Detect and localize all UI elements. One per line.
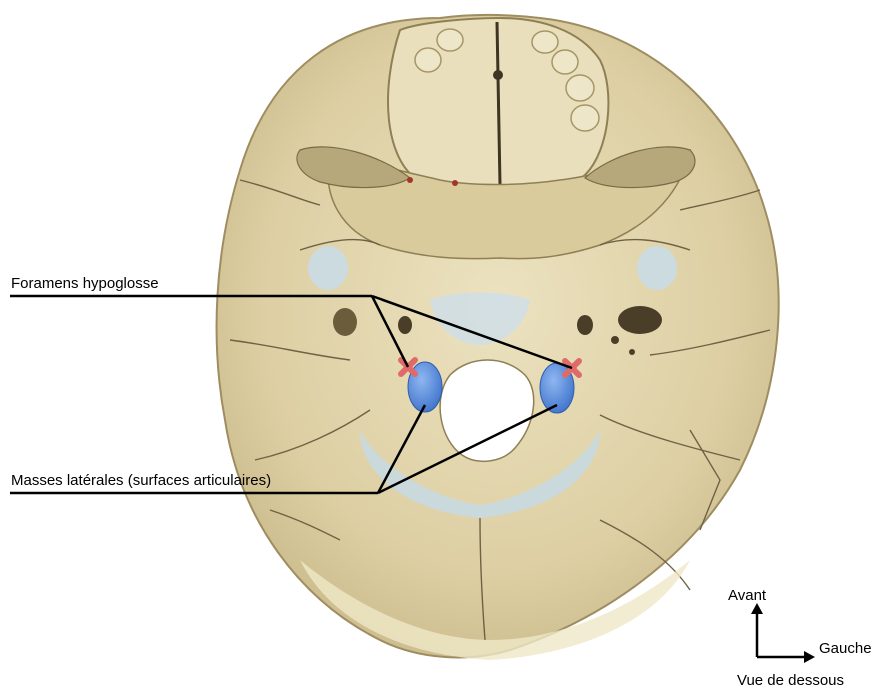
- carotid-canal-left: [577, 315, 593, 335]
- foramen-spot-2: [452, 180, 458, 186]
- orientation-label-gauche: Gauche: [819, 640, 872, 658]
- orientation-label-avant: Avant: [728, 587, 766, 605]
- incisive-foramen: [493, 70, 503, 80]
- arrow-axes-icon: [757, 612, 806, 657]
- carotid-canal-right: [398, 316, 412, 334]
- articular-fossa-right: [308, 246, 348, 290]
- view-caption: Vue de dessous: [737, 672, 844, 690]
- label-masses-laterales: Masses latérales (surfaces articulaires): [11, 472, 271, 490]
- label-foramens-hypoglosse: Foramens hypoglosse: [11, 275, 159, 293]
- jugular-foramen-left: [618, 306, 662, 334]
- foramen-small-1: [611, 336, 619, 344]
- jugular-foramen-right: [333, 308, 357, 336]
- foramen-small-2: [629, 349, 635, 355]
- foramen-spot-1: [407, 177, 413, 183]
- arrow-right-icon: [804, 651, 815, 663]
- articular-fossa-left: [637, 246, 677, 290]
